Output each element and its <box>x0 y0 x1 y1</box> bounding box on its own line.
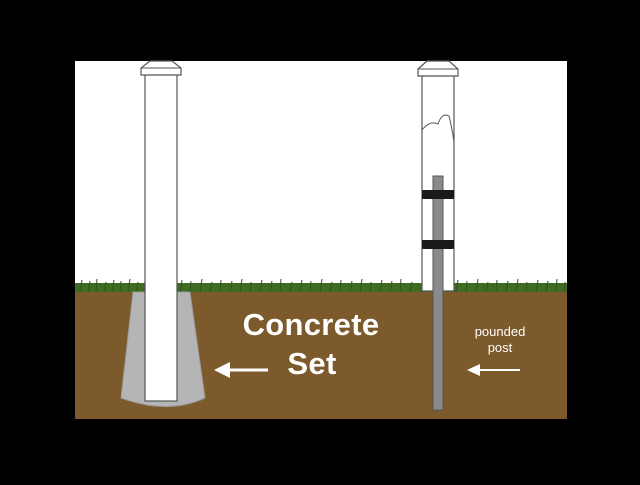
steel-pounded-post <box>432 175 444 411</box>
bracket-top <box>422 190 454 199</box>
pounded-post-label-line1: pounded <box>474 324 526 339</box>
post-cutaway-edge <box>421 114 455 143</box>
arrow-left-icon <box>467 364 520 376</box>
vinyl-post-left <box>144 71 178 402</box>
concrete-set-label-line1: Concrete <box>242 307 380 342</box>
pounded-post-label-line2: post <box>487 340 513 355</box>
grass-blades <box>79 278 566 293</box>
bracket-bottom <box>422 240 454 249</box>
arrow-left-icon <box>214 362 268 378</box>
concrete-set-label-line2: Set <box>287 346 337 381</box>
